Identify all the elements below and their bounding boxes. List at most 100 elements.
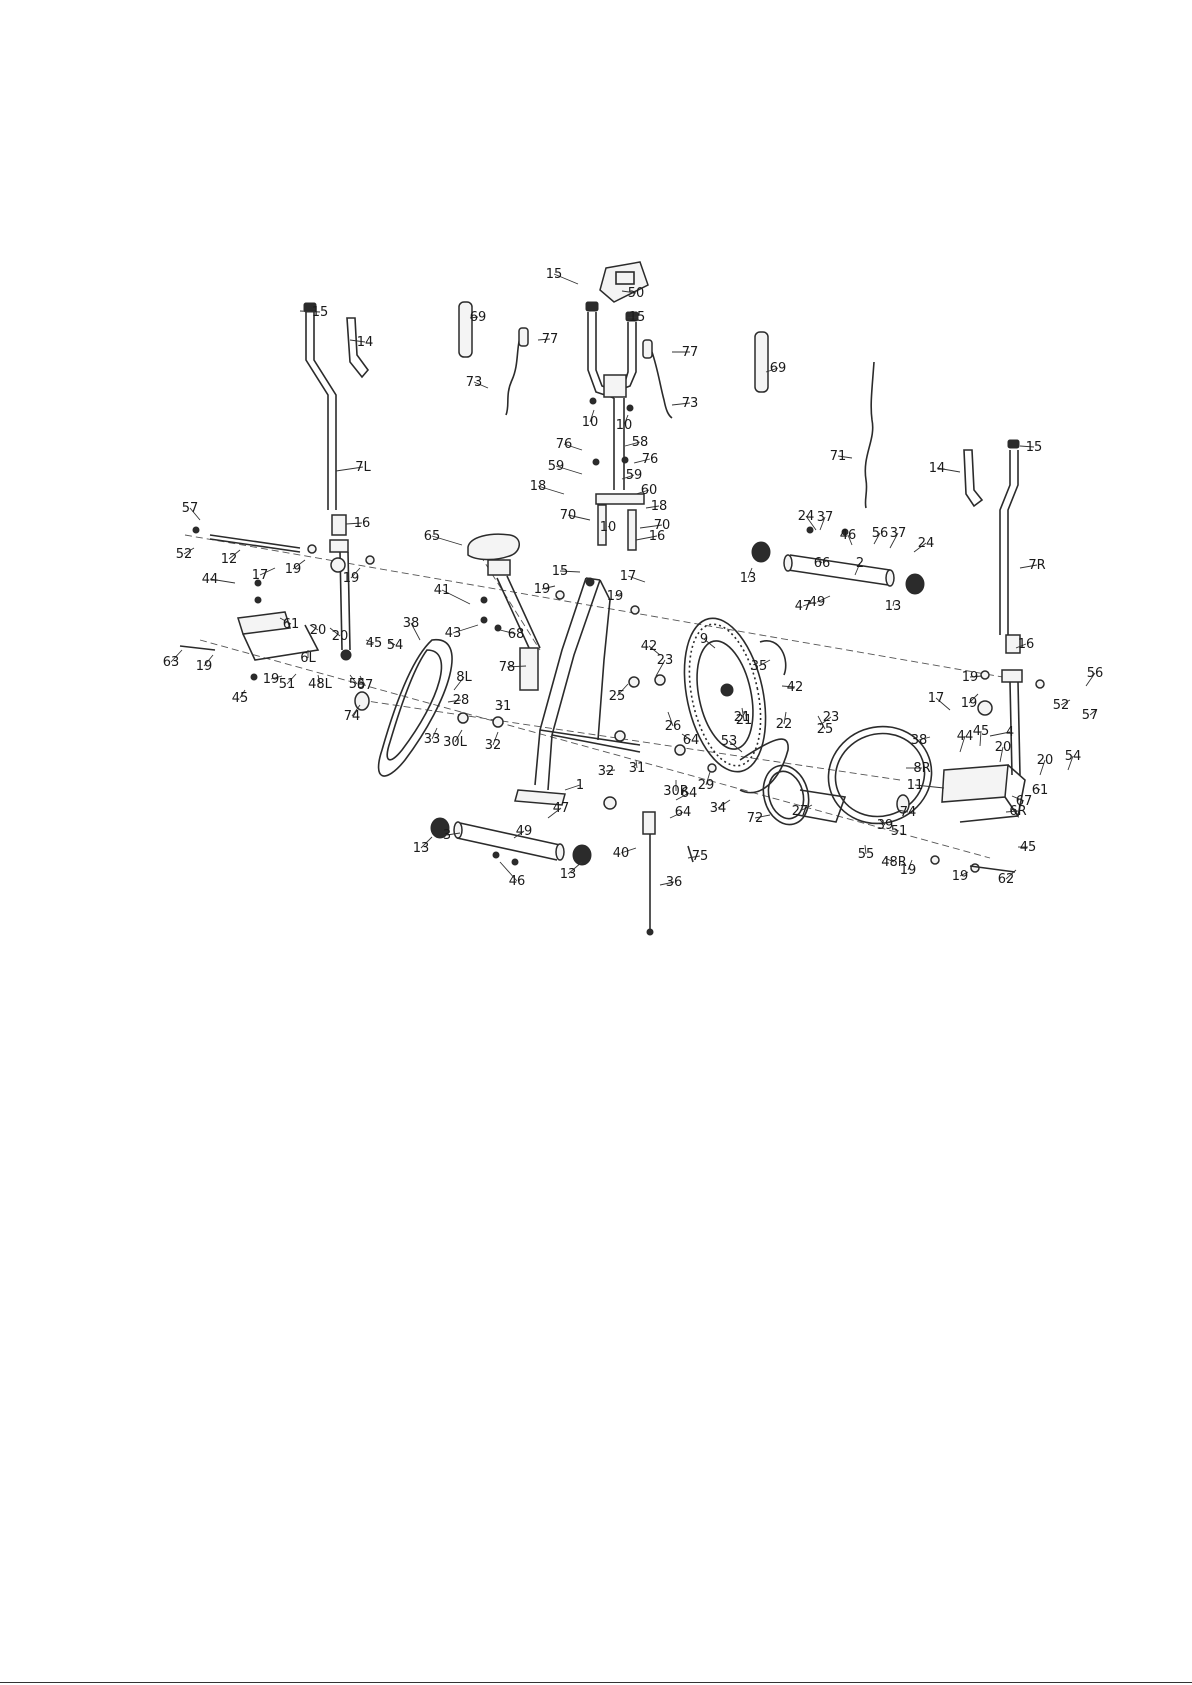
leader-line: [349, 339, 366, 343]
part-number-label: 46: [509, 874, 526, 889]
pulse-wires-73: [505, 327, 673, 419]
leader-line: [1085, 672, 1096, 687]
part-number-label: 2: [856, 556, 864, 571]
part-number-label: 31: [629, 761, 646, 776]
leader-line: [1089, 709, 1097, 716]
part-number-label: 51: [891, 824, 908, 839]
leader-line: [635, 759, 638, 769]
leader-line: [728, 740, 743, 753]
part-number-label: 64: [683, 733, 700, 748]
leader-line: [309, 624, 319, 631]
leader-line: [741, 710, 747, 718]
part-number-label: 19: [607, 589, 624, 604]
part-number-label: 7L: [355, 460, 371, 475]
cover-8l: [354, 639, 453, 777]
part-number-label: 72: [747, 811, 764, 826]
part-number-label: 53: [721, 734, 738, 749]
leader-line: [959, 871, 969, 877]
part-number-label: 11: [907, 778, 924, 793]
seat-axis: [479, 554, 541, 651]
part-number-label: 29: [698, 778, 715, 793]
leader-line: [892, 600, 895, 607]
part-number-label: 54: [1065, 749, 1082, 764]
part-number-label: 24: [798, 509, 815, 524]
part-number-label: 73: [466, 375, 483, 390]
leader-line: [907, 859, 913, 871]
part-number-label: 69: [470, 310, 487, 325]
leader-line: [1019, 445, 1035, 448]
end-cap-13: [905, 573, 925, 595]
handlebar-7r: [963, 439, 1023, 776]
part-number-label: 61: [1032, 783, 1049, 798]
leader-line: [655, 659, 666, 677]
part-number-label: 70: [654, 518, 671, 533]
part-number-label: 19: [196, 659, 213, 674]
leader-line: [209, 578, 236, 584]
leader-line: [492, 731, 499, 746]
part-number-label: 52: [1053, 698, 1070, 713]
part-number-label: 19: [534, 582, 551, 597]
leader-line: [623, 414, 629, 426]
leader-line: [183, 547, 195, 555]
end-cap-15: [303, 302, 317, 313]
part-number-label: 17: [928, 691, 945, 706]
leader-line: [703, 638, 716, 649]
part-number-label: 77: [682, 345, 699, 360]
part-number-label: 19: [952, 869, 969, 884]
end-cap-13: [430, 817, 450, 839]
leader-line: [1060, 699, 1071, 706]
leader-line: [567, 861, 583, 875]
part-number-label: 65: [424, 529, 441, 544]
leader-line: [626, 316, 638, 319]
part-number-label: 51: [279, 677, 296, 692]
part-number-label: 25: [609, 689, 626, 704]
part-number-label: 38: [911, 733, 928, 748]
leader-line: [259, 567, 276, 576]
leader-line: [1015, 643, 1027, 649]
part-number-label: 12: [221, 552, 238, 567]
end-cap-13: [751, 541, 771, 563]
leader-line: [687, 855, 701, 859]
leader-line: [879, 819, 886, 826]
leader-line: [621, 290, 637, 294]
part-number-label: 66: [814, 556, 831, 571]
part-number-label: 6R: [1009, 804, 1026, 819]
flywheel-9: [683, 617, 767, 773]
leader-line: [873, 532, 881, 545]
leader-line: [989, 731, 1011, 737]
part-number-label: 47: [795, 599, 812, 614]
tube-70-right: [627, 509, 637, 551]
part-number-label: 48R: [881, 855, 907, 870]
part-number-label: 62: [998, 872, 1015, 887]
leader-line: [1067, 755, 1074, 771]
part-number-label: 20: [332, 629, 349, 644]
leader-line: [781, 685, 796, 688]
part-number-label: 20: [995, 740, 1012, 755]
leader-line: [913, 542, 927, 553]
part-number-label: 16: [649, 529, 666, 544]
leader-line: [914, 784, 945, 789]
part-number-label: 55: [349, 677, 366, 692]
console-mast: [585, 301, 645, 505]
part-number-label: 58: [632, 435, 649, 450]
leader-line: [799, 804, 813, 812]
leader-line: [537, 485, 565, 495]
part-number-label: 21: [736, 713, 753, 728]
leader-line: [345, 522, 363, 525]
leader-line: [469, 316, 479, 319]
grip-tube-69-left: [458, 301, 473, 358]
part-number-label: 39: [877, 818, 894, 833]
leader-line: [292, 559, 306, 570]
main-frame-1: [514, 577, 641, 806]
cover-8r: [827, 725, 933, 825]
cap-74: [354, 691, 370, 711]
leader-line: [473, 381, 489, 389]
leader-line: [329, 627, 341, 637]
part-number-label: 71: [830, 449, 847, 464]
leader-line: [564, 784, 581, 791]
drive-belt-53: [739, 738, 789, 794]
part-number-label: 45: [973, 724, 990, 739]
part-number-label: 19: [900, 863, 917, 878]
cap-64: [603, 796, 617, 810]
handlebar-7l: [303, 302, 370, 536]
